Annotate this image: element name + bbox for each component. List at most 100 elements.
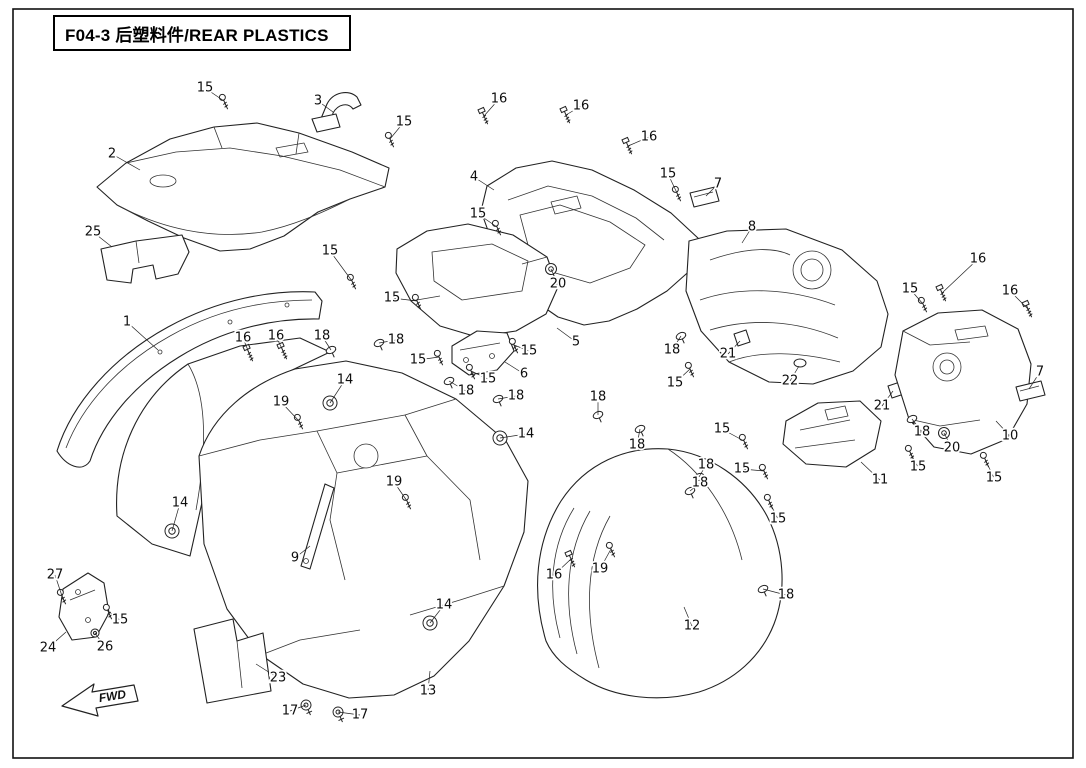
- screw-glyph: [218, 93, 229, 110]
- callout-leader: [378, 339, 397, 344]
- rivet-glyph: [300, 699, 313, 716]
- callout-label: 18: [590, 390, 607, 405]
- part-12-edge: [667, 448, 743, 561]
- callout-label: 15: [660, 167, 677, 182]
- bolt-glyph: [935, 283, 947, 302]
- callout-label: 16: [970, 252, 987, 267]
- callout-leader: [126, 321, 159, 351]
- callout-label: 19: [592, 562, 609, 577]
- part-10-slot: [954, 325, 989, 341]
- bolt-glyph: [1021, 299, 1033, 318]
- bolt-glyph: [559, 105, 571, 124]
- title-box: F04-3 后塑料件/REAR PLASTICS: [53, 15, 351, 51]
- callout-label: 20: [944, 441, 961, 456]
- callout-label: 18: [629, 438, 646, 453]
- callout-leader: [909, 288, 924, 305]
- callout-label: 11: [872, 473, 889, 488]
- callout-leader: [107, 610, 121, 621]
- callout-leader: [275, 335, 284, 352]
- callout-label: 15: [322, 244, 339, 259]
- callout-leader: [317, 100, 334, 113]
- callout-label: 1: [123, 315, 131, 330]
- part-12-shape: [537, 448, 783, 699]
- part-22-grommet: [793, 358, 807, 368]
- callout-label: 3: [314, 94, 322, 109]
- callout-leader: [727, 340, 741, 355]
- bolt-glyph: [564, 549, 576, 568]
- callout-leader: [483, 98, 500, 117]
- part-1-hole: [227, 319, 233, 325]
- callout-label: 18: [314, 329, 331, 344]
- callout-label: 16: [1002, 284, 1019, 299]
- callout-leader: [698, 464, 707, 478]
- callout-label: 14: [518, 427, 535, 442]
- callout-leader: [499, 433, 527, 439]
- callout-label: 15: [986, 471, 1003, 486]
- callout-label: 15: [902, 282, 919, 297]
- callout-label: 16: [546, 568, 563, 583]
- part-24-hole: [85, 617, 91, 623]
- callout-leader: [599, 548, 612, 570]
- callout-leader: [47, 631, 67, 649]
- callout-leader: [513, 344, 530, 352]
- callout-leader: [909, 451, 919, 468]
- callout-label: 10: [1002, 429, 1019, 444]
- fwd-arrow-label: FWD: [98, 687, 128, 705]
- part-25-line: [135, 240, 140, 264]
- part-4-slot: [550, 195, 582, 215]
- callout-label: 15: [770, 512, 787, 527]
- callout-leader: [171, 502, 181, 532]
- callout-leader: [667, 173, 678, 194]
- screw-glyph: [465, 363, 476, 380]
- callout-leader: [393, 481, 408, 502]
- callout-label: 15: [480, 372, 497, 387]
- callout-leader: [329, 250, 353, 282]
- callout-leader: [943, 432, 953, 449]
- screw-glyph: [605, 541, 616, 558]
- callout-leader: [337, 711, 361, 716]
- screw-glyph: [758, 463, 769, 480]
- callout-label: 25: [85, 225, 102, 240]
- part-9-shape: [300, 483, 335, 570]
- part-8-shape: [685, 228, 889, 385]
- callout-leader: [762, 588, 787, 596]
- callout-label: 16: [491, 92, 508, 107]
- callout-label: 19: [273, 395, 290, 410]
- callout-leader-layer: [47, 87, 1041, 716]
- callout-label: 18: [778, 588, 795, 603]
- clip-glyph: [634, 424, 646, 437]
- screw-glyph: [671, 185, 682, 202]
- callout-leader: [204, 87, 225, 102]
- callout-label: 16: [573, 99, 590, 114]
- part-23-fold: [236, 640, 243, 689]
- part-2-facet: [213, 126, 300, 155]
- callout-leader: [294, 545, 311, 559]
- callout-label: 21: [720, 347, 737, 362]
- part-4-ridge: [507, 185, 665, 241]
- callout-leader: [448, 380, 467, 392]
- part-6-line: [459, 342, 501, 351]
- part-1-hole: [284, 302, 290, 308]
- callout-label: 15: [197, 81, 214, 96]
- callout-label: 19: [386, 475, 403, 490]
- callout-leader: [683, 606, 693, 627]
- callout-leader: [556, 327, 577, 343]
- callout-leader: [995, 420, 1011, 437]
- callout-label: 17: [352, 708, 369, 723]
- part-2-hole: [149, 174, 177, 188]
- callout-leader: [911, 418, 923, 433]
- clip-glyph: [492, 394, 504, 407]
- callout-leader: [768, 500, 779, 520]
- callout-leader: [255, 663, 279, 679]
- part-21-latch: [733, 329, 751, 347]
- clip-glyph: [592, 410, 604, 423]
- fwd-arrow-outline: [61, 683, 139, 717]
- callout-label: 14: [436, 598, 453, 613]
- callout-leader: [329, 379, 346, 404]
- callout-leader: [565, 105, 582, 116]
- screw-glyph: [56, 588, 67, 605]
- callout-leader: [470, 370, 489, 380]
- callout-label: 9: [291, 551, 299, 566]
- callout-label: 15: [396, 115, 413, 130]
- part-25-shape: [100, 234, 190, 284]
